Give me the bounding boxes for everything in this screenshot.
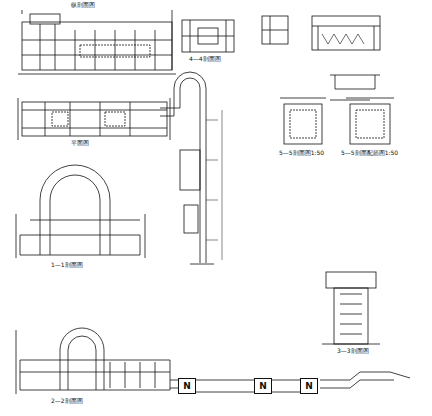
section-title: 2—2剖面图 <box>50 398 84 405</box>
plan <box>18 98 170 140</box>
detail-c <box>330 75 380 100</box>
section-3 <box>322 272 380 344</box>
pipe-segment <box>196 380 254 392</box>
pipe-chamber: N <box>178 378 196 394</box>
section-title: 4—4剖面图 <box>188 56 222 63</box>
pipe-chamber: N <box>254 378 272 394</box>
section-title: 5—5剖面配筋图1:50 <box>340 150 399 157</box>
pipe-wall <box>272 380 300 381</box>
pipe-wall <box>196 392 254 393</box>
chamber-mark: N <box>259 382 267 391</box>
chamber-mark: N <box>183 382 191 391</box>
section-title: 纵剖面图 <box>70 2 96 9</box>
bottom-pipe <box>170 372 410 388</box>
pipe-segment <box>272 380 300 392</box>
detail-b <box>312 16 380 50</box>
section-5 <box>280 98 394 144</box>
section-title: 3—3剖面图 <box>336 348 370 355</box>
detail-a <box>262 16 288 44</box>
pipe-wall <box>272 392 300 393</box>
section-1 <box>16 165 145 258</box>
pipe-line <box>160 72 222 264</box>
chamber-mark: N <box>305 382 313 391</box>
section-title: 5—5剖面图1:50 <box>278 150 325 157</box>
section-title: 平面图 <box>70 140 90 147</box>
section-title: 1—1剖面图 <box>50 262 84 269</box>
section-4 <box>182 20 234 52</box>
elevation <box>18 10 176 74</box>
pipe-chamber: N <box>300 378 318 394</box>
pipe-wall <box>196 380 254 381</box>
section-2 <box>16 328 170 394</box>
